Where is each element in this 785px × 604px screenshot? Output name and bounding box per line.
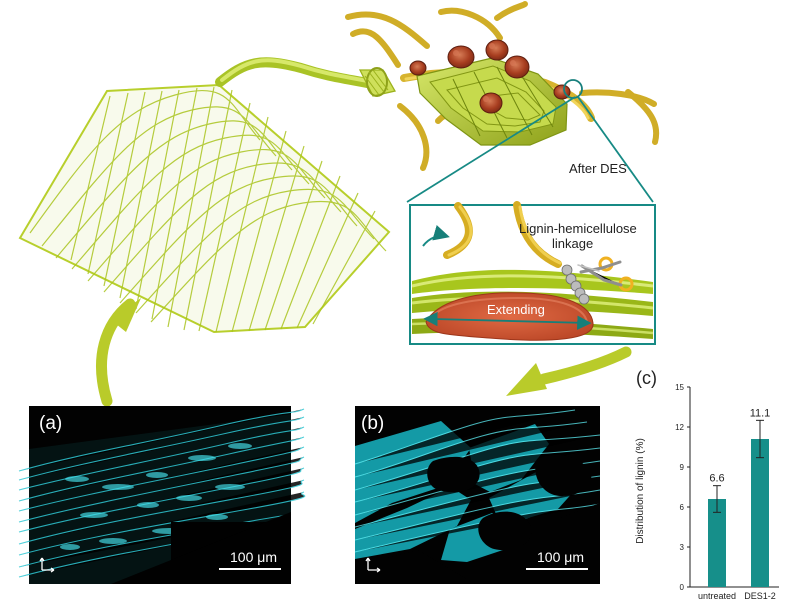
bar bbox=[751, 439, 769, 587]
callout-lines bbox=[406, 96, 654, 203]
micrograph-a-label: (a) bbox=[39, 413, 62, 434]
micrograph-a-scale-text: 100 μm bbox=[230, 549, 277, 565]
chart-panel-label: (c) bbox=[636, 368, 657, 388]
fiber-bundle bbox=[358, 67, 396, 97]
micrograph-b-image bbox=[354, 406, 601, 584]
y-tick-label: 6 bbox=[680, 503, 685, 512]
after-des-label: After DES bbox=[569, 161, 627, 176]
linkage-inset: Lignin-hemicellulose linkage Extending bbox=[409, 201, 656, 345]
inset-title-line1: Lignin-hemicellulose bbox=[519, 221, 637, 236]
micrograph-b-scale-text: 100 μm bbox=[537, 549, 584, 565]
micrograph-b-label: (b) bbox=[361, 413, 384, 434]
cell-wall-mesh bbox=[18, 83, 391, 334]
chart-bars bbox=[708, 419, 769, 587]
scissors-icon bbox=[577, 256, 634, 292]
orientation-arrows-b bbox=[365, 557, 381, 573]
micrograph-a-scale-bar bbox=[219, 568, 281, 570]
micrograph-b-scale-bar bbox=[526, 568, 588, 570]
y-tick-label: 3 bbox=[680, 543, 685, 552]
chart-labels: Distribution of lignin (%) 0 3 6 9 12 15 6.6 unt… bbox=[635, 383, 776, 601]
data-label: 11.1 bbox=[750, 407, 771, 419]
inset-title-line2: linkage bbox=[552, 236, 593, 251]
micrograph-a-image bbox=[18, 406, 306, 584]
x-tick-label: DES1-2 bbox=[744, 591, 776, 601]
data-label: 6.6 bbox=[709, 473, 724, 485]
y-tick-label: 15 bbox=[675, 383, 684, 392]
bar bbox=[708, 499, 726, 587]
lignocellulose-cluster bbox=[345, 1, 660, 171]
y-tick-label: 12 bbox=[675, 423, 684, 432]
orientation-arrows-a bbox=[39, 557, 55, 573]
y-tick-label: 0 bbox=[680, 583, 685, 592]
y-axis-label: Distribution of lignin (%) bbox=[635, 438, 646, 544]
micrograph-a: (a) 100 μm bbox=[18, 406, 306, 584]
lignin-bar-chart: Distribution of lignin (%) 0 3 6 9 12 15 6.6 unt… bbox=[635, 383, 779, 601]
micrograph-b: (b) 100 μm bbox=[354, 406, 601, 584]
big-green-arrows bbox=[96, 298, 632, 407]
x-tick-label: untreated bbox=[698, 591, 736, 601]
extending-label: Extending bbox=[487, 302, 545, 317]
y-tick-label: 9 bbox=[680, 463, 685, 472]
